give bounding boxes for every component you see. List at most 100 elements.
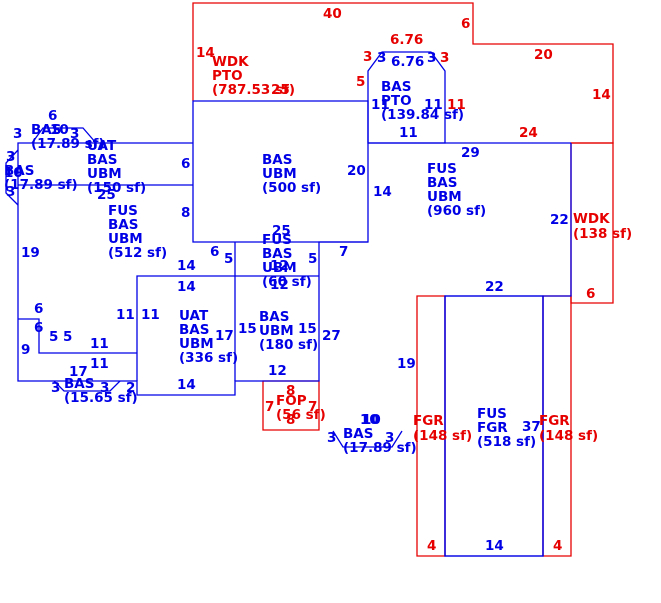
- dim-label: 17: [69, 364, 88, 380]
- area-label-fus-960: FUS BAS UBM (960 sf): [427, 161, 486, 219]
- dim-label: 8: [286, 383, 295, 399]
- dim-label: 3: [100, 380, 109, 396]
- dim-label: 4: [553, 538, 562, 554]
- dim-label: 14: [177, 279, 196, 295]
- bay-left-outline: [5, 149, 19, 206]
- dim-label: 9: [21, 342, 30, 358]
- dim-label: 6: [181, 156, 190, 172]
- dim-label: 6.76: [391, 54, 424, 70]
- dim-label: 25: [271, 82, 290, 98]
- dim-label: 14: [592, 87, 611, 103]
- area-label-fus-60: FUS BAS UBM (60 sf): [262, 232, 312, 290]
- area-label-bas-ubm-main: BAS UBM (500 sf): [262, 152, 321, 196]
- uat-336-outline: [136, 275, 236, 381]
- dim-label: 8: [181, 205, 190, 221]
- dim-label: 27: [322, 328, 341, 344]
- dim-label: 3: [440, 50, 449, 66]
- area-label-fgr-left: FGR (148 sf): [413, 413, 472, 444]
- house-left-outline: [17, 142, 368, 396]
- area-label-bas-180: BAS UBM (180 sf): [259, 309, 318, 353]
- dim-label: 15: [298, 321, 317, 337]
- area-label-fus-fgr: FUS FGR (518 sf): [477, 406, 536, 450]
- fus-60-outline: [234, 242, 319, 277]
- dim-label: 40: [323, 6, 342, 22]
- area-label-uat-150: UAT BAS UBM (150 sf): [87, 138, 146, 196]
- dim-label: 22: [485, 279, 504, 295]
- dim-label: 10: [4, 165, 23, 181]
- dim-label: 10: [50, 122, 69, 138]
- dim-label: 10: [362, 412, 381, 428]
- dim-label: 3: [363, 49, 372, 65]
- dim-label: 11: [90, 356, 109, 372]
- dim-label: 3: [377, 50, 386, 66]
- dim-label: 5: [356, 74, 365, 90]
- dim-label: 14: [373, 184, 392, 200]
- dim-label: 17: [215, 328, 234, 344]
- dim-label: 3: [327, 430, 336, 446]
- dim-label: 12: [270, 258, 289, 274]
- dim-label: 6: [48, 108, 57, 124]
- dim-label: 11: [371, 97, 390, 113]
- area-label-wdk-top: WDK PTO (787.53 sf): [212, 54, 295, 98]
- bay-bottom-outline: [53, 380, 121, 392]
- dim-label: 3: [427, 50, 436, 66]
- dim-label: 4: [427, 538, 436, 554]
- dim-label: 14: [196, 45, 215, 61]
- dim-label: 11: [141, 307, 160, 323]
- dim-label: 3: [6, 184, 15, 200]
- bay-top-outline: [31, 127, 97, 144]
- dim-label: 14: [177, 258, 196, 274]
- dim-label: 12: [270, 277, 289, 293]
- dim-label: 10: [360, 412, 379, 428]
- area-label-bas-bay-bottom: BAS (15.65 sf): [64, 376, 138, 406]
- dim-label: 7: [265, 399, 274, 415]
- dim-label: 12: [268, 363, 287, 379]
- area-label-bas-pto: BAS PTO (139.84 sf): [381, 79, 464, 123]
- dim-label: 3: [70, 126, 79, 142]
- dim-label: 3: [385, 430, 394, 446]
- outlines: [5, 2, 614, 557]
- area-label-wdk-right: WDK (138 sf): [573, 211, 632, 242]
- area-label-uat-336: UAT BAS UBM (336 sf): [179, 308, 238, 366]
- dim-label: 15: [238, 321, 257, 337]
- dim-label: 20: [534, 47, 553, 63]
- area-label-fus-512: FUS BAS UBM (512 sf): [108, 203, 167, 261]
- dim-label: 3: [13, 126, 22, 142]
- dim-label: 25: [97, 187, 116, 203]
- dim-label: 19: [21, 245, 40, 261]
- bay-mid-outline: [332, 430, 403, 448]
- dim-label: 6: [34, 301, 43, 317]
- dim-label: 11: [90, 336, 109, 352]
- dim-label: 11: [447, 97, 466, 113]
- fus-fgr-outline: [444, 295, 544, 557]
- dim-label: 6: [586, 286, 595, 302]
- dim-label: 25: [272, 223, 291, 239]
- dim-label: 5: [63, 329, 72, 345]
- dim-label: 5: [224, 251, 233, 267]
- dim-label: 6: [34, 320, 43, 336]
- area-labels: WDK PTO (787.53 sf) BAS PTO (139.84 sf) …: [4, 54, 632, 456]
- dim-label: 24: [519, 125, 538, 141]
- area-label-fgr-right: FGR (148 sf): [539, 413, 598, 444]
- dim-label: 8: [286, 412, 295, 428]
- inner-notch-outline: [18, 318, 137, 354]
- dimension-labels: 40 6 20 14 24 14 6.76 3 3 5 11 25 6 8 7 …: [4, 6, 611, 554]
- dim-label: 5: [308, 251, 317, 267]
- dim-label: 29: [461, 145, 480, 161]
- area-label-bas-bay-mid: BAS (17.89 sf): [343, 426, 417, 456]
- dim-label: 20: [347, 163, 366, 179]
- dim-label: 11: [424, 97, 443, 113]
- dim-label: 14: [177, 377, 196, 393]
- dim-label: 37: [522, 419, 541, 435]
- dim-label: 3: [51, 380, 60, 396]
- dim-label: 6: [461, 16, 470, 32]
- dim-label: 5: [49, 329, 58, 345]
- dim-label: 6.76: [390, 32, 423, 48]
- dim-label: 7: [339, 244, 348, 260]
- dim-label: 19: [397, 356, 416, 372]
- area-label-fop: FOP (56 sf): [276, 393, 326, 423]
- dim-label: 6: [210, 244, 219, 260]
- dim-label: 2: [126, 380, 135, 396]
- dim-label: 22: [550, 212, 569, 228]
